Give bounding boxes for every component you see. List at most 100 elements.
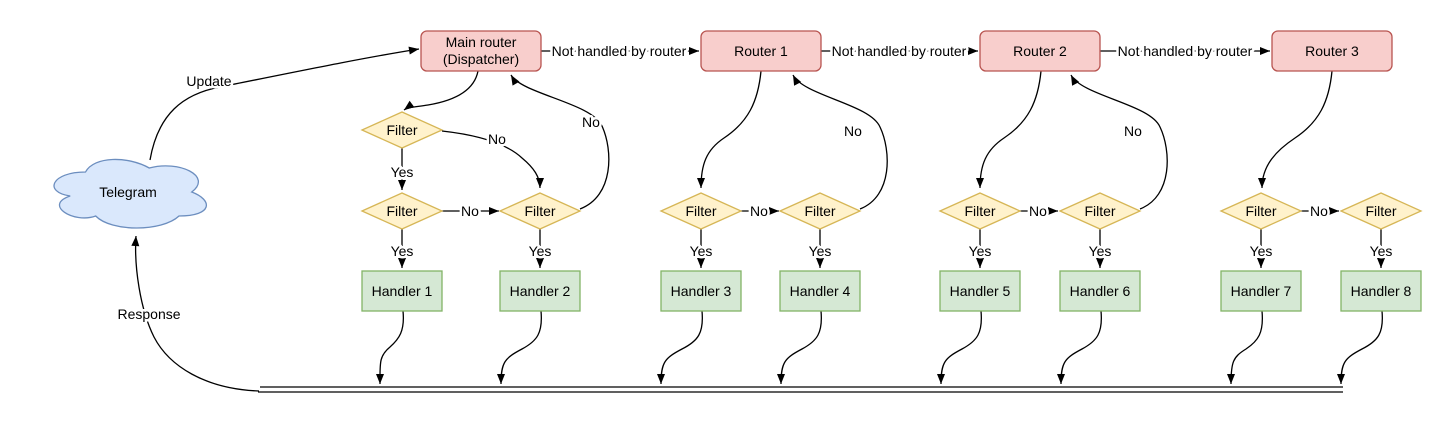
edge-label-yes: Yes <box>529 243 552 259</box>
filter-node-router1-1: Filter <box>659 192 743 230</box>
filter-diamond <box>778 192 862 230</box>
filter-diamond <box>360 192 444 230</box>
handler7-label: Handler 7 <box>1231 283 1292 299</box>
router3-node: Router 3 <box>1271 30 1393 72</box>
router1-node: Router 1 <box>700 30 822 72</box>
handler5-node: Handler 5 <box>939 270 1021 312</box>
edge-label-no: No <box>1029 203 1047 219</box>
edge-filter-c2-no-back <box>1070 74 1168 210</box>
handler8-box <box>1340 270 1422 312</box>
edge-filter-a3-no-back <box>510 74 610 210</box>
edge-update <box>149 46 420 161</box>
handler6-box <box>1059 270 1141 312</box>
edge-label-update: Update <box>186 73 231 89</box>
edge-label-yes: Yes <box>969 243 992 259</box>
handler1-label: Handler 1 <box>372 283 433 299</box>
filter-diamond <box>1058 192 1142 230</box>
router2-box <box>979 30 1101 72</box>
handler1-box <box>361 270 443 312</box>
filter-label: Filter <box>1084 203 1115 219</box>
edge-handler4-to-bus <box>777 310 823 385</box>
edge-label-not-handled-3: Not handled by router <box>1118 43 1253 59</box>
handler5-box <box>939 270 1021 312</box>
handler2-node: Handler 2 <box>499 270 581 312</box>
edge-label-yes: Yes <box>391 164 414 180</box>
handler4-label: Handler 4 <box>790 283 851 299</box>
edge-handler5-to-bus <box>937 310 983 385</box>
edge-label-not-handled-2: Not handled by router <box>832 43 967 59</box>
edge-label-yes: Yes <box>809 243 832 259</box>
edge-filter-b2-no-back <box>792 74 888 210</box>
filter-label: Filter <box>804 203 835 219</box>
edges <box>131 46 1385 393</box>
cloud-label: Telegram <box>99 184 157 200</box>
main-router-node: Main router (Dispatcher) <box>420 30 542 72</box>
filter-node-main-2: Filter <box>360 192 444 230</box>
main-router-label-line1: Main router <box>446 34 517 50</box>
router3-box <box>1271 30 1393 72</box>
filter-label: Filter <box>1245 203 1276 219</box>
filter-node-main-3: Filter <box>498 192 582 230</box>
router1-label: Router 1 <box>734 43 788 59</box>
router3-label: Router 3 <box>1305 43 1359 59</box>
filter-diamond <box>360 111 444 149</box>
handler1-node: Handler 1 <box>361 270 443 312</box>
main-router-label-line2: (Dispatcher) <box>443 51 519 67</box>
edge-handler2-to-bus <box>497 310 543 385</box>
filter-label: Filter <box>685 203 716 219</box>
edge-main-router-to-filter <box>403 70 479 111</box>
handler6-node: Handler 6 <box>1059 270 1141 312</box>
edge-label-not-handled-1: Not handled by router <box>552 43 687 59</box>
edge-filter-a1-no <box>441 130 544 189</box>
router1-box <box>700 30 822 72</box>
filter-diamond <box>1339 192 1423 230</box>
filter-label: Filter <box>386 122 417 138</box>
handler3-node: Handler 3 <box>660 270 742 312</box>
filter-node-router3-2: Filter <box>1339 192 1423 230</box>
edge-labels: Update Response Not handled by router No… <box>115 41 1395 325</box>
handler4-box <box>779 270 861 312</box>
handler3-box <box>660 270 742 312</box>
filter-node-main-1: Filter <box>360 111 444 149</box>
edge-label-no: No <box>750 203 768 219</box>
edge-label-yes: Yes <box>391 243 414 259</box>
filter-diamond <box>498 192 582 230</box>
edge-router2-to-filter <box>976 70 1042 189</box>
handler8-node: Handler 8 <box>1340 270 1422 312</box>
cloud-shape <box>53 158 208 229</box>
telegram-cloud: Telegram <box>53 158 208 229</box>
filter-node-router2-1: Filter <box>938 192 1022 230</box>
main-router-box <box>420 30 542 72</box>
router2-label: Router 2 <box>1013 43 1067 59</box>
edge-label-no: No <box>582 114 600 130</box>
edge-label-yes: Yes <box>1089 243 1112 259</box>
edge-handler3-to-bus <box>657 310 704 385</box>
edge-label-no: No <box>488 131 506 147</box>
filter-label: Filter <box>524 203 555 219</box>
handler8-label: Handler 8 <box>1351 283 1412 299</box>
handler2-label: Handler 2 <box>510 283 571 299</box>
edge-label-yes: Yes <box>690 243 713 259</box>
filter-node-router1-2: Filter <box>778 192 862 230</box>
handler7-node: Handler 7 <box>1220 270 1302 312</box>
filter-diamond <box>1219 192 1303 230</box>
handler3-label: Handler 3 <box>671 283 732 299</box>
filter-diamond <box>938 192 1022 230</box>
edge-handler6-to-bus <box>1057 310 1103 385</box>
filter-node-router2-2: Filter <box>1058 192 1142 230</box>
edge-label-no: No <box>1310 203 1328 219</box>
filter-label: Filter <box>1365 203 1396 219</box>
edge-response <box>131 235 260 392</box>
handler7-box <box>1220 270 1302 312</box>
filter-diamond <box>659 192 743 230</box>
edge-router3-to-filter <box>1258 70 1333 189</box>
edge-label-yes: Yes <box>1370 243 1393 259</box>
handler5-label: Handler 5 <box>950 283 1011 299</box>
handler4-node: Handler 4 <box>779 270 861 312</box>
edge-handler7-to-bus <box>1227 310 1264 385</box>
handler6-label: Handler 6 <box>1070 283 1131 299</box>
filter-label: Filter <box>386 203 417 219</box>
edge-label-no: No <box>461 203 479 219</box>
